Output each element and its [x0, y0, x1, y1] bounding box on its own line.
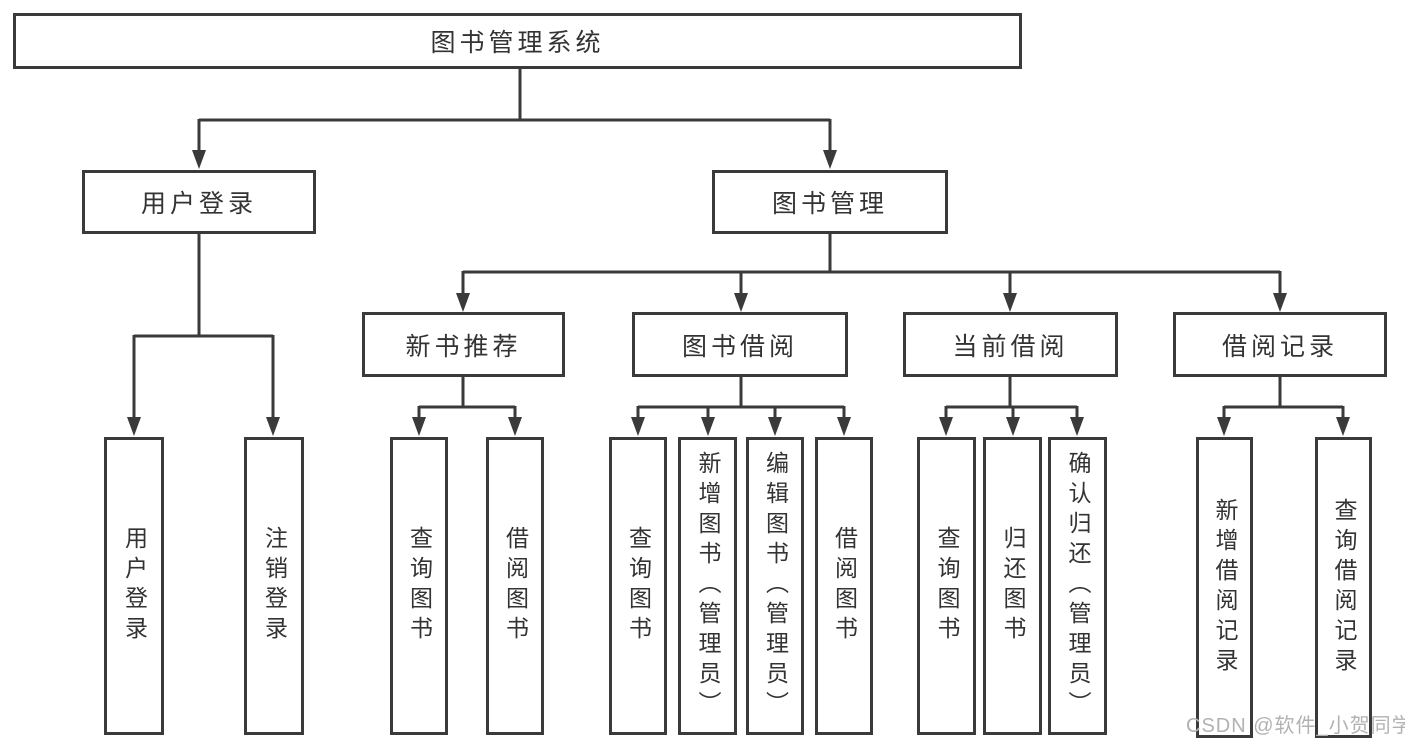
connector-lines — [132, 69, 1345, 420]
leaf-return-book: 归还图书 — [983, 437, 1042, 735]
arrowhead-icon — [734, 293, 748, 312]
leaf-borrow-books-recommend: 借阅图书 — [486, 437, 544, 735]
arrowheads — [127, 150, 1350, 436]
leaf-query-books-current: 查询图书 — [917, 437, 976, 735]
leaf-add-borrow-record: 新增借阅记录 — [1196, 437, 1253, 738]
node-book-management: 图书管理 — [712, 170, 948, 234]
arrowhead-icon — [768, 417, 782, 436]
leaf-user-login: 用户登录 — [104, 437, 164, 735]
arrowhead-icon — [1070, 417, 1084, 436]
leaf-edit-book-admin: 编辑图书（管理员） — [746, 437, 804, 735]
node-book-borrowing: 图书借阅 — [632, 312, 848, 377]
arrowhead-icon — [127, 417, 141, 436]
arrowhead-icon — [508, 417, 522, 436]
leaf-query-borrow-record: 查询借阅记录 — [1315, 437, 1372, 738]
leaf-query-books-recommend: 查询图书 — [390, 437, 448, 735]
arrowhead-icon — [192, 150, 206, 169]
node-current-borrowing: 当前借阅 — [903, 312, 1118, 377]
arrowhead-icon — [1217, 417, 1231, 436]
arrowhead-icon — [823, 150, 837, 169]
node-library-management-system: 图书管理系统 — [13, 13, 1022, 69]
arrowhead-icon — [1273, 293, 1287, 312]
csdn-watermark: CSDN @软件_小贺同学 — [1186, 715, 1405, 737]
arrowhead-icon — [1003, 293, 1017, 312]
leaf-query-books-borrow: 查询图书 — [609, 437, 667, 735]
arrowhead-icon — [266, 417, 280, 436]
node-user-login: 用户登录 — [82, 170, 316, 234]
arrowhead-icon — [631, 417, 645, 436]
leaf-add-book-admin: 新增图书（管理员） — [678, 437, 737, 735]
arrowhead-icon — [939, 417, 953, 436]
arrowhead-icon — [1006, 417, 1020, 436]
arrowhead-icon — [837, 417, 851, 436]
leaf-confirm-return-admin: 确认归还（管理员） — [1048, 437, 1107, 735]
node-new-book-recommend: 新书推荐 — [362, 312, 565, 377]
leaf-logout: 注销登录 — [244, 437, 304, 735]
arrowhead-icon — [456, 293, 470, 312]
leaf-borrow-books: 借阅图书 — [815, 437, 873, 735]
arrowhead-icon — [701, 417, 715, 436]
arrowhead-icon — [412, 417, 426, 436]
node-borrowing-records: 借阅记录 — [1173, 312, 1387, 377]
arrowhead-icon — [1336, 417, 1350, 436]
